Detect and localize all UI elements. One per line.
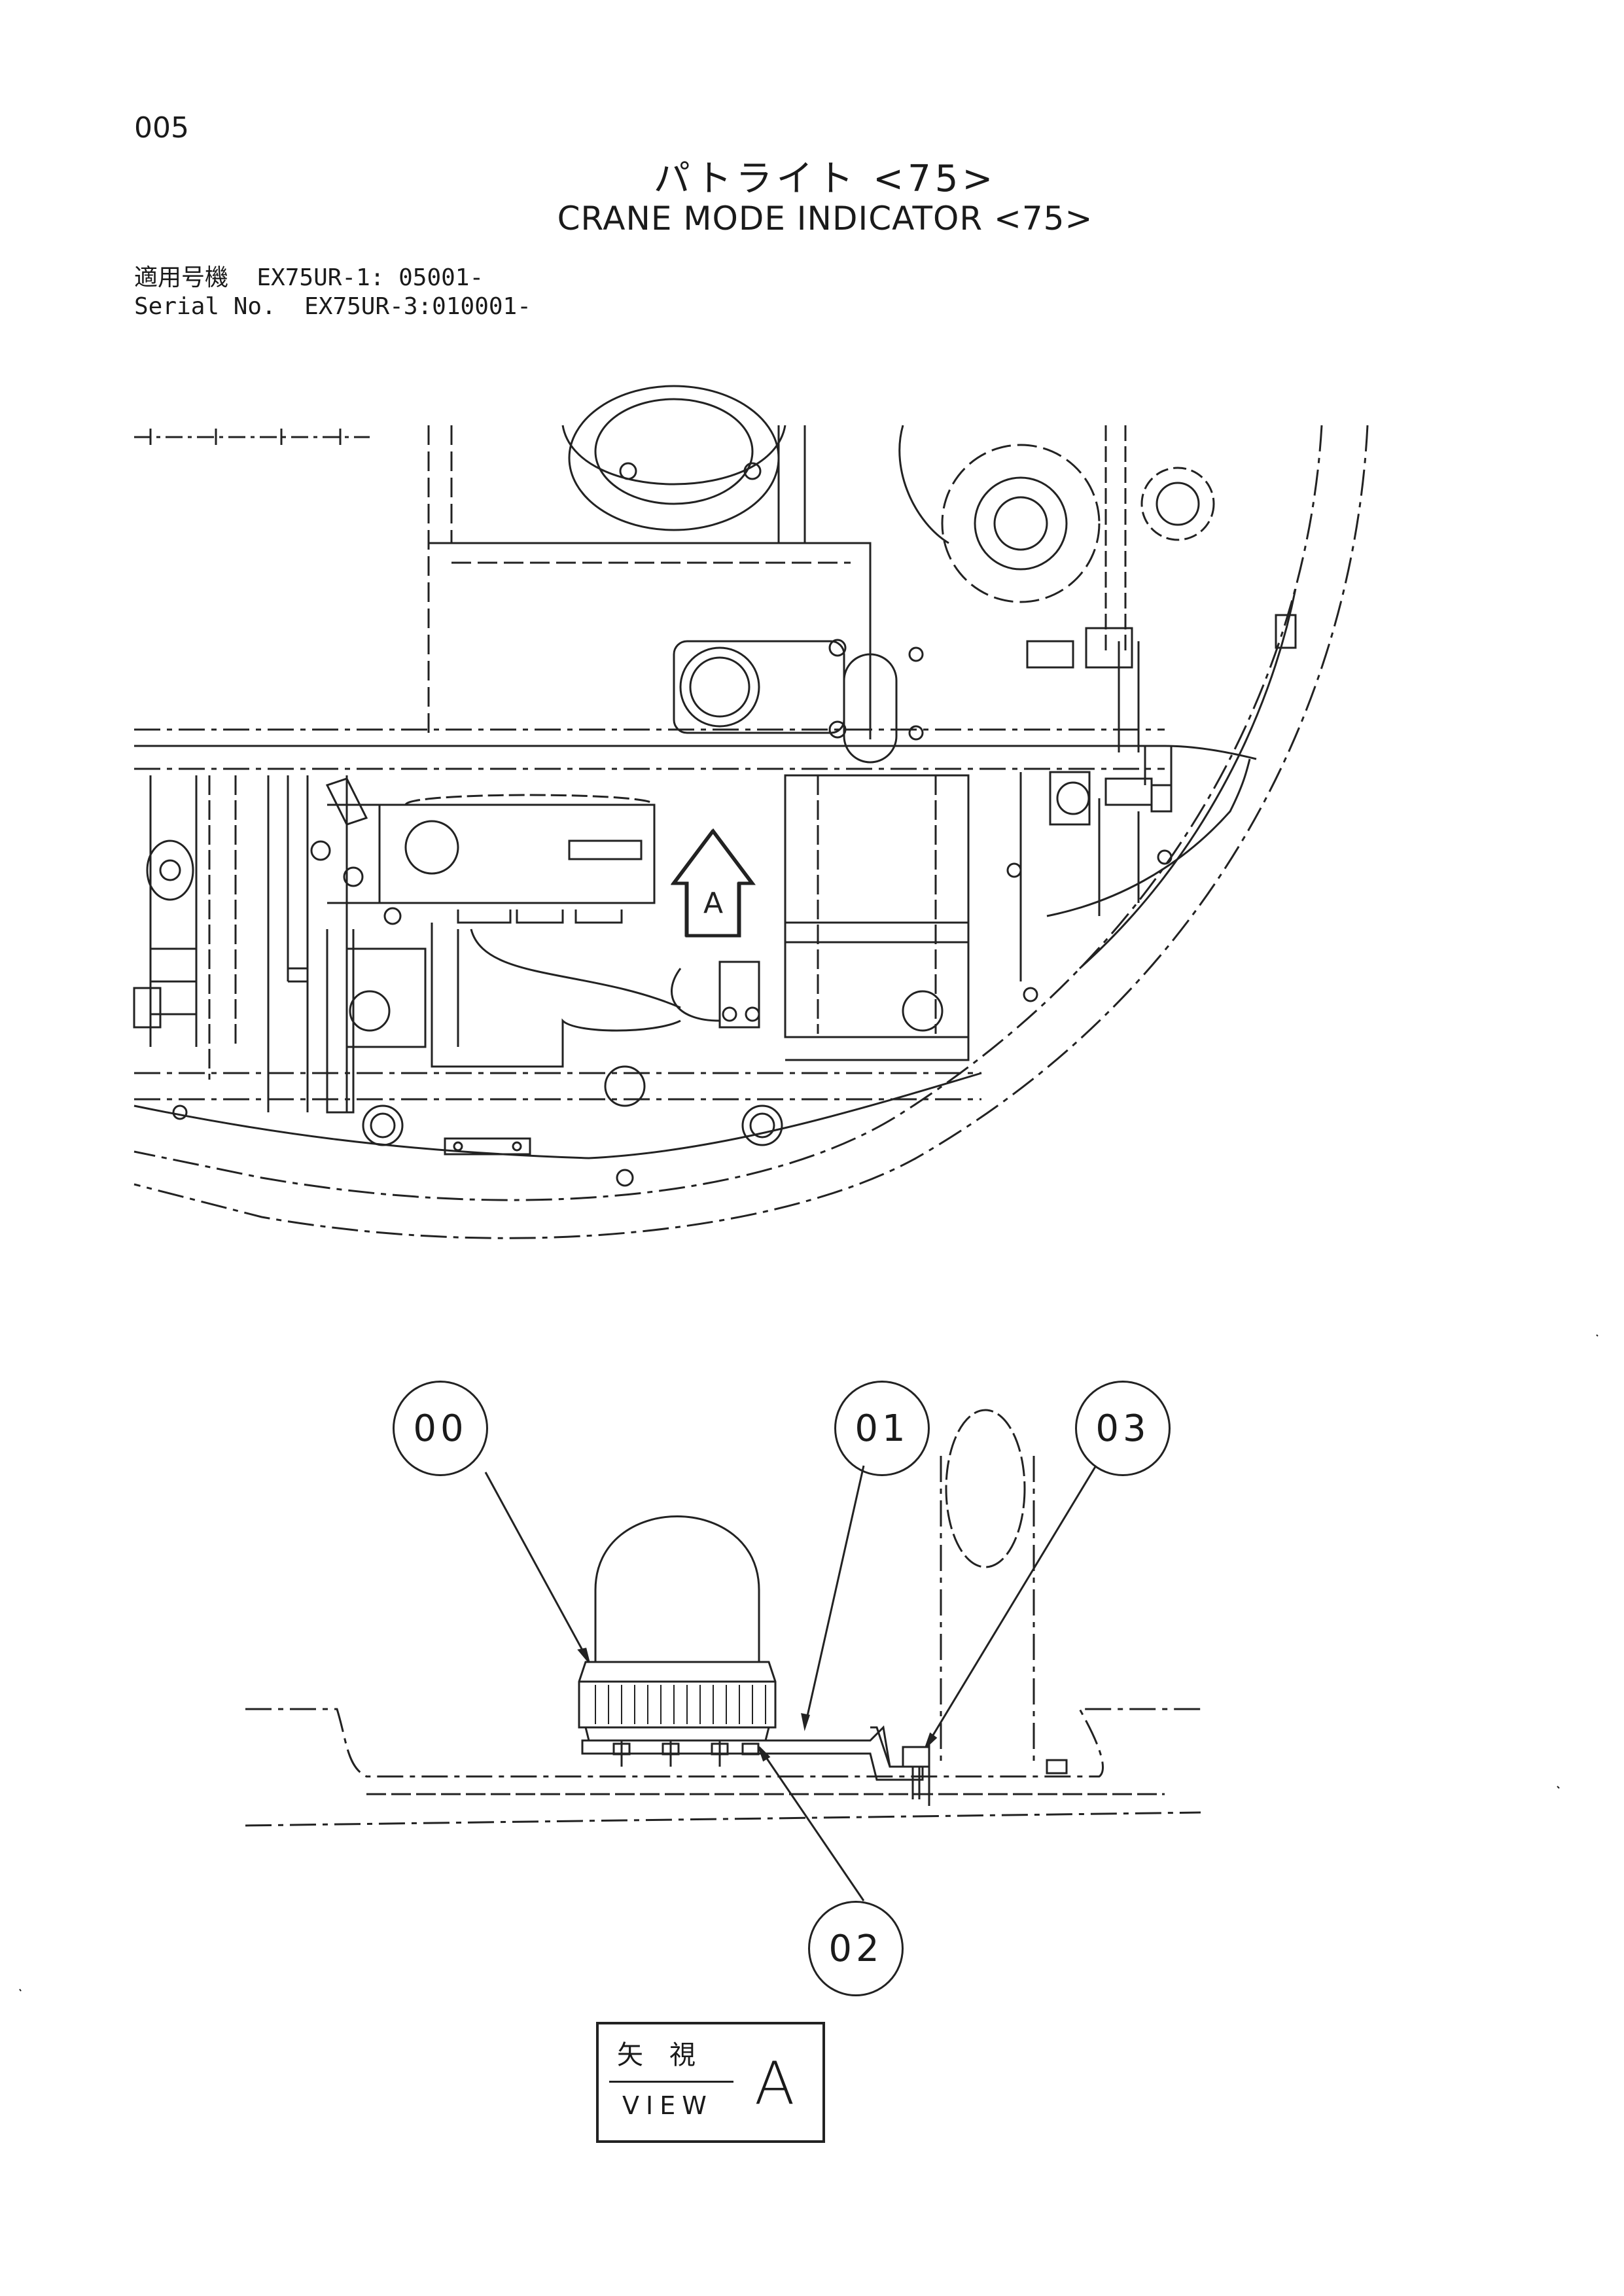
title-japanese: パトライト <75> <box>653 158 997 200</box>
serial-line-2: Serial No. EX75UR-3:010001- <box>134 293 531 320</box>
view-label-japanese: 矢視 <box>617 2040 722 2070</box>
callout-00: 00 <box>393 1381 488 1476</box>
serial-value-2: EX75UR-3:010001- <box>304 293 531 320</box>
view-a-label-box: 矢視 VIEW A <box>596 2022 825 2143</box>
serial-label-jp: 適用号機 <box>134 264 229 291</box>
title-english: CRANE MODE INDICATOR <75> <box>557 200 1093 238</box>
page-number: 005 <box>134 111 189 145</box>
serial-label-en: Serial No. <box>134 293 276 320</box>
callout-03: 03 <box>1075 1381 1171 1476</box>
callout-02: 02 <box>808 1901 904 1996</box>
serial-line-1: 適用号機 EX75UR-1: 05001- <box>134 258 484 292</box>
serial-value-1: EX75UR-1: 05001- <box>256 264 484 291</box>
arrow-a-label: A <box>703 887 723 920</box>
scan-specks <box>19 1334 1598 1992</box>
view-label-english: VIEW <box>622 2091 713 2120</box>
view-a-detail <box>245 1409 1201 1901</box>
view-label-letter: A <box>754 2049 795 2118</box>
machine-top-view: A <box>133 385 1369 1239</box>
callout-01: 01 <box>834 1381 930 1476</box>
view-label-divider <box>609 2081 733 2083</box>
